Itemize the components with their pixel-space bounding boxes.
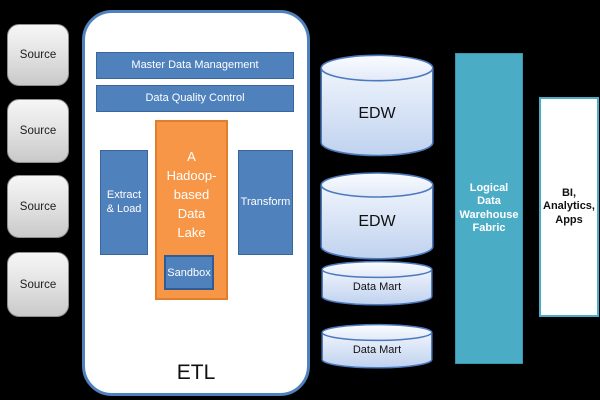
data-lake-label: A Hadoop- based Data Lake [166,149,217,240]
data-mart-label-1: Data Mart [352,281,402,293]
edw-label-2: EDW [358,213,396,230]
edw-cylinder-2 [320,172,434,260]
sandbox-label: Sandbox [167,266,211,279]
source-label: Source [19,200,57,213]
master-data-management-box: Master Data Management [96,52,294,79]
transform-box: Transform [238,150,293,255]
edw-cylinder-1 [320,54,434,157]
data-mart-label-2: Data Mart [352,344,402,356]
extract-load-box: Extract & Load [100,150,148,255]
mdm-label: Master Data Management [131,58,259,71]
extract-load-label: Extract & Load [106,189,142,215]
data-mart-cylinder-1 [321,260,433,306]
data-mart-cylinder-2 [321,323,433,369]
transform-label: Transform [240,195,291,208]
source-box-2: Source [7,99,69,163]
hadoop-data-lake-box: A Hadoop- based Data Lake Sandbox [155,120,228,300]
bi-label: BI, Analytics, Apps [543,186,595,226]
edw-label-1: EDW [358,104,396,122]
source-box-4: Source [7,252,69,317]
etl-title: ETL [176,361,216,384]
dqc-label: Data Quality Control [145,91,245,104]
logical-data-warehouse-fabric-box: Logical Data Warehouse Fabric [455,53,523,364]
bi-analytics-apps-box: BI, Analytics, Apps [539,97,599,317]
source-box-1: Source [7,24,69,86]
source-box-3: Source [7,175,69,238]
source-label: Source [19,125,57,137]
source-label: Source [19,278,57,291]
data-quality-control-box: Data Quality Control [96,85,294,112]
fabric-label: Logical Data Warehouse Fabric [459,181,519,235]
source-label: Source [19,49,57,61]
sandbox-box: Sandbox [164,255,214,290]
